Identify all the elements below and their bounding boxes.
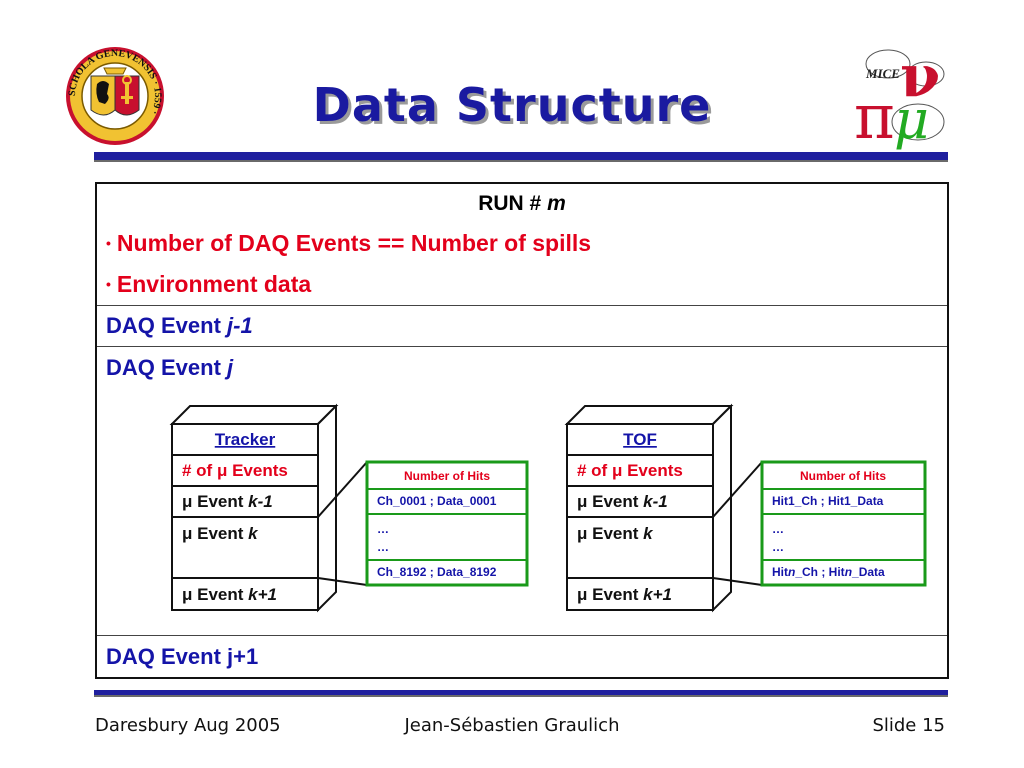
tracker-hits-header: Number of Hits xyxy=(404,469,490,483)
tof-hits-last: Hitn_Ch ; Hitn_Data xyxy=(772,565,885,579)
svg-text:μ: μ xyxy=(894,88,929,151)
tof-num-events: # of μ Events xyxy=(577,461,683,480)
university-seal-logo: SCHOLA GENEVENSIS · 1559 · xyxy=(66,47,164,145)
daq-event-next: DAQ Event j+1 xyxy=(106,644,259,669)
tof-connector-top xyxy=(712,461,763,518)
run-title: RUN # m xyxy=(478,192,566,215)
slide-title: Data Structure xyxy=(312,78,712,132)
tracker-connector-top xyxy=(317,461,368,518)
tracker-hits-box: Number of Hits Ch_0001 ; Data_0001 … … C… xyxy=(365,460,529,587)
tof-event-current: μ Event k xyxy=(577,524,654,543)
tof-connector-bottom xyxy=(712,577,763,586)
tracker-hits-first: Ch_0001 ; Data_0001 xyxy=(377,494,497,508)
mice-logo-text: MICE xyxy=(865,66,900,81)
tof-hits-box: Number of Hits Hit1_Ch ; Hit1_Data … … H… xyxy=(760,460,927,587)
title-divider xyxy=(94,152,948,162)
bullet-daq-count: •Number of DAQ Events == Number of spill… xyxy=(106,230,592,256)
tracker-hits-last: Ch_8192 ; Data_8192 xyxy=(377,565,497,579)
tof-event-prev: μ Event k-1 xyxy=(577,492,668,511)
tracker-header: Tracker xyxy=(215,430,276,449)
footer-divider xyxy=(94,690,948,697)
tof-hits-first: Hit1_Ch ; Hit1_Data xyxy=(772,494,884,508)
mice-logo: MICE π ν μ xyxy=(854,42,945,153)
tracker-event-next: μ Event k+1 xyxy=(182,585,277,604)
tracker-hits-ellipsis-2: … xyxy=(377,540,389,554)
tracker-connector-bottom xyxy=(317,577,368,586)
tracker-block: Tracker # of μ Events μ Event k-1 μ Even… xyxy=(169,403,339,613)
svg-text:π: π xyxy=(854,80,895,153)
divider-current xyxy=(97,635,947,636)
footer-slide-number: Slide 15 xyxy=(872,715,945,736)
tracker-hits-ellipsis-1: … xyxy=(377,522,389,536)
footer-date-location: Daresbury Aug 2005 xyxy=(95,715,281,736)
divider-run xyxy=(97,305,947,306)
footer-author: Jean-Sébastien Graulich xyxy=(404,715,620,736)
bullet-environment: •Environment data xyxy=(106,271,312,297)
tof-hits-ellipsis-1: … xyxy=(772,522,784,536)
svg-text:ν: ν xyxy=(900,42,940,110)
tof-header: TOF xyxy=(623,430,657,449)
tof-hits-ellipsis-2: … xyxy=(772,540,784,554)
tof-event-next: μ Event k+1 xyxy=(577,585,672,604)
daq-event-current: DAQ Event j xyxy=(106,355,234,380)
tracker-event-current: μ Event k xyxy=(182,524,259,543)
tof-block: TOF # of μ Events μ Event k-1 μ Event k … xyxy=(564,403,734,613)
tracker-event-prev: μ Event k-1 xyxy=(182,492,273,511)
tracker-num-events: # of μ Events xyxy=(182,461,288,480)
run-variable: m xyxy=(547,192,566,215)
tof-hits-header: Number of Hits xyxy=(800,469,886,483)
divider-prev xyxy=(97,346,947,347)
daq-event-prev: DAQ Event j-1 xyxy=(106,313,253,338)
